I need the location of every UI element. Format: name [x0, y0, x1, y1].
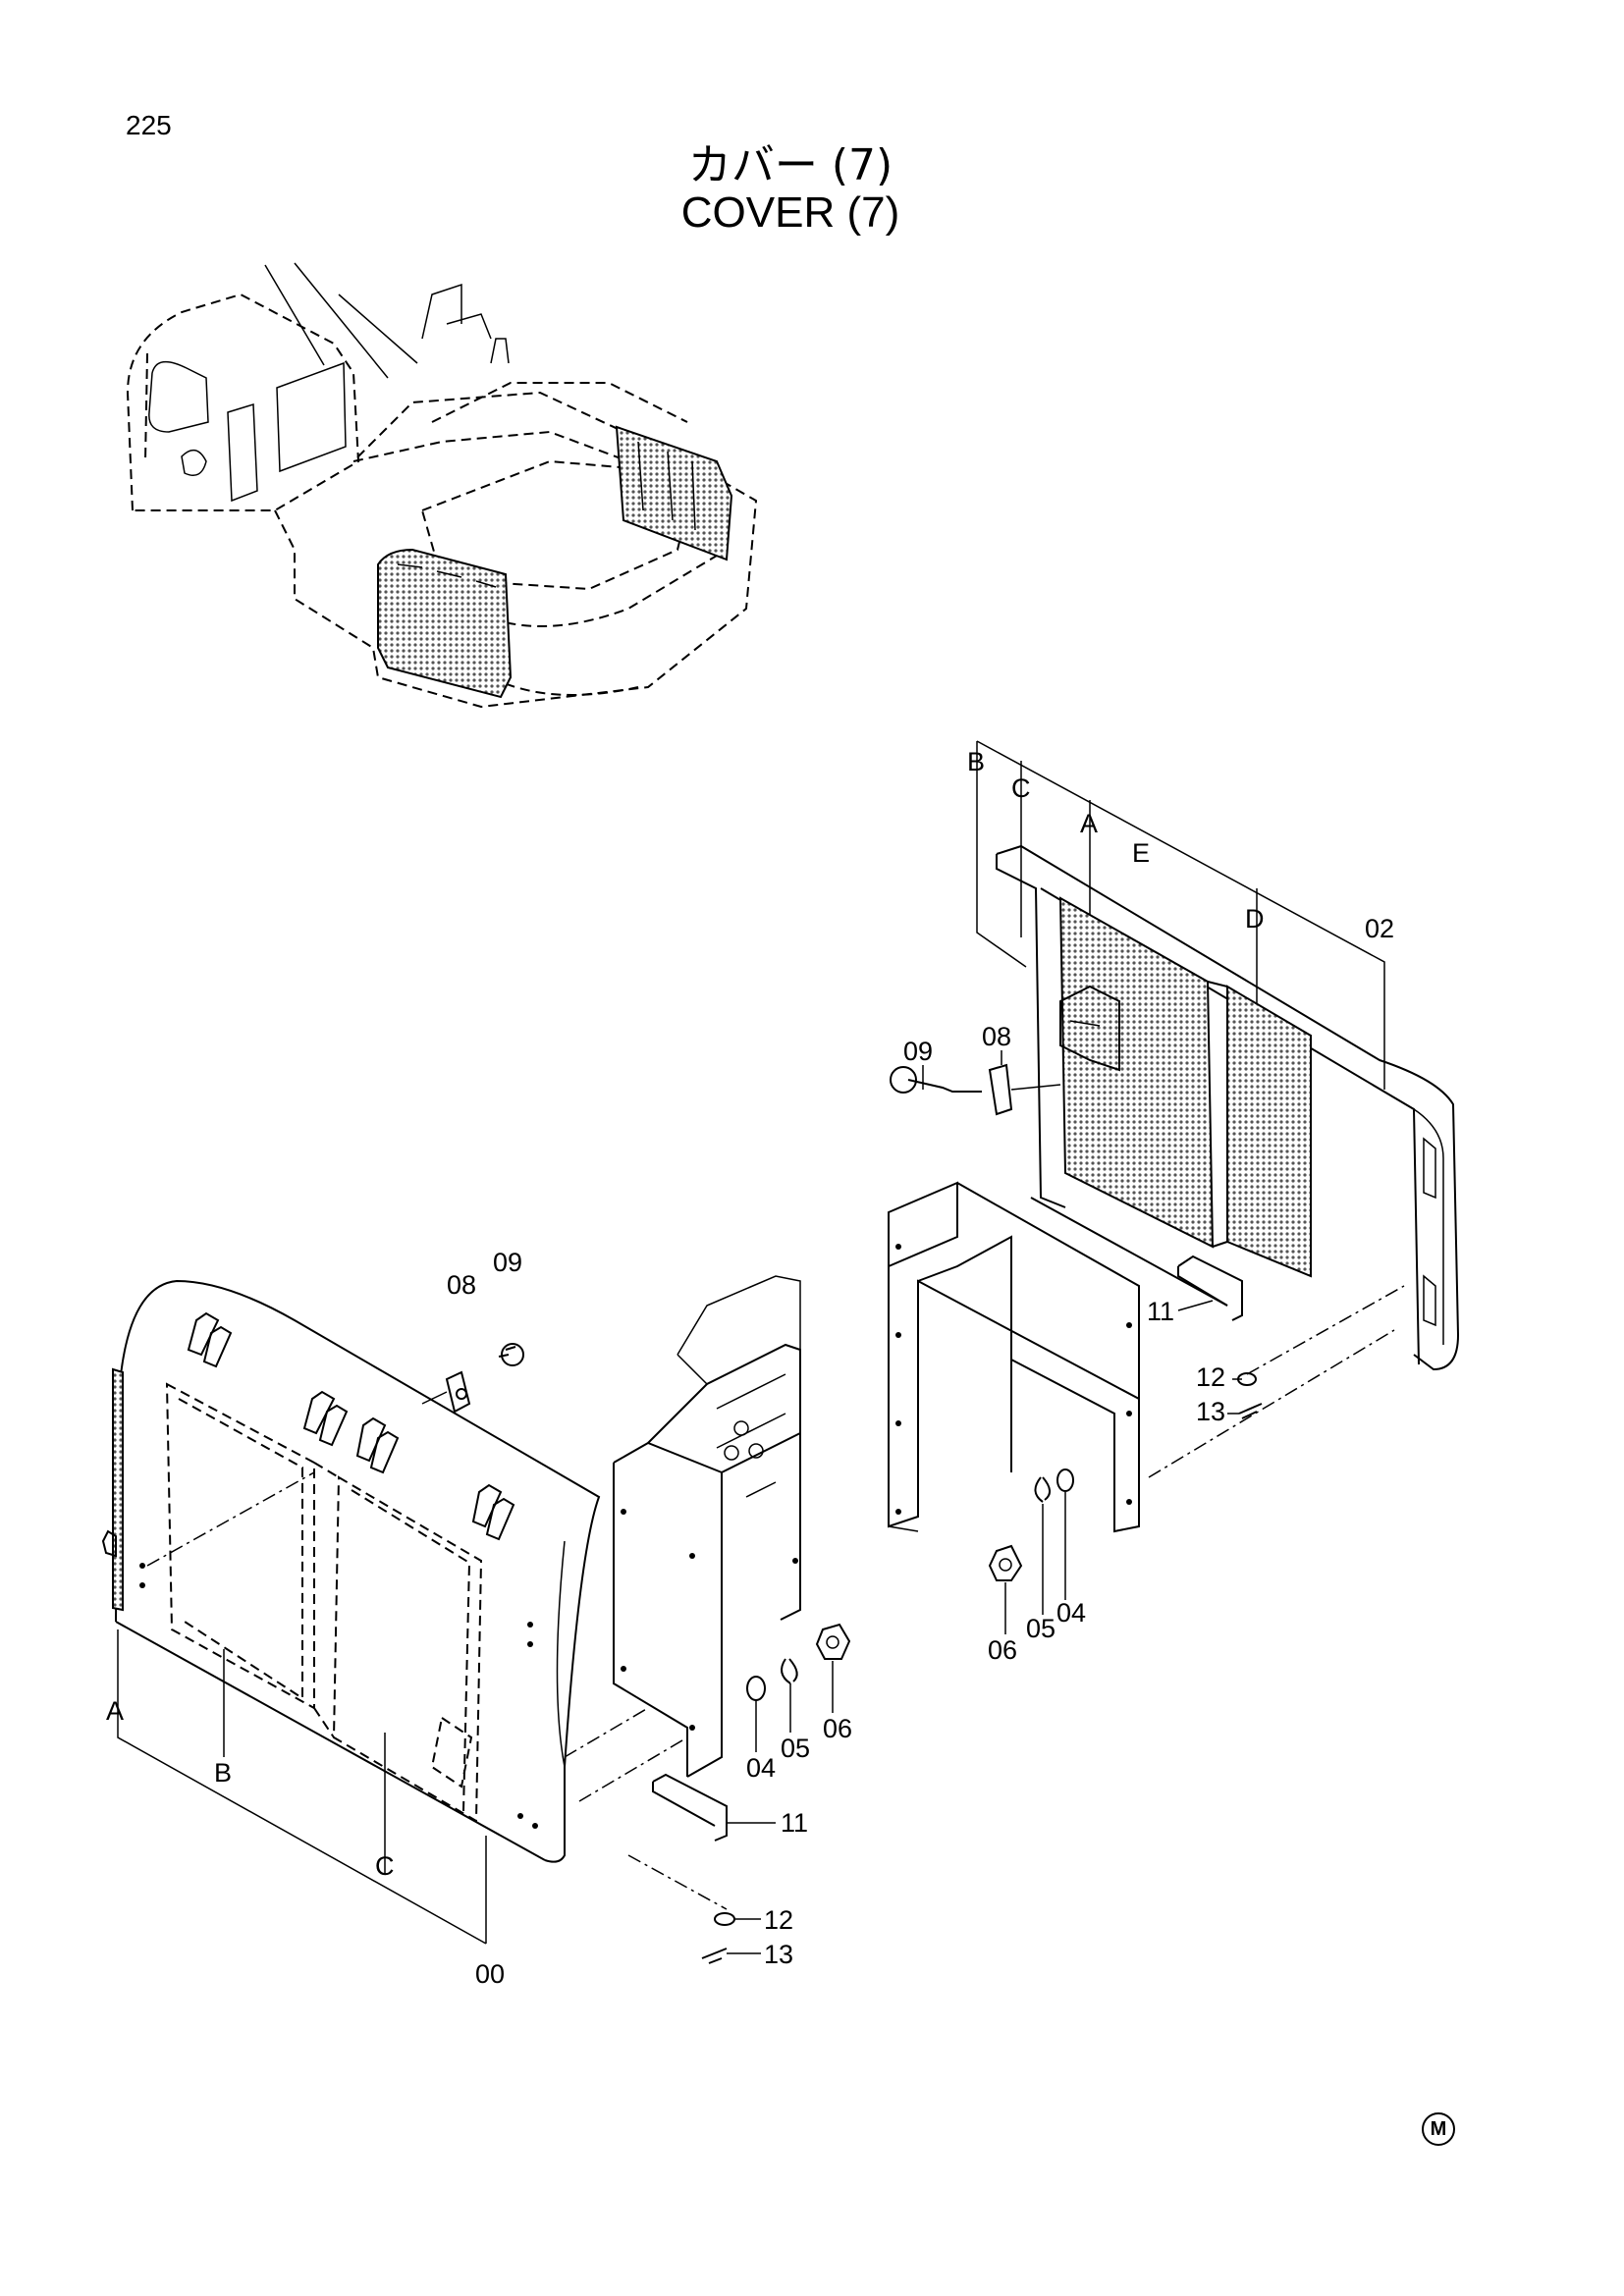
- label-05-lower: 05: [781, 1734, 810, 1763]
- lower-callout-labels: 08 09 A B C 00 04 05 06 11 12 13: [106, 1248, 852, 1989]
- upper-callout-labels: B C A E D 02 08 09 11 12 13 04 05 06: [903, 747, 1394, 1665]
- label-a-upper: A: [1080, 809, 1098, 838]
- manufacturer-mark: M: [1422, 2112, 1455, 2146]
- label-13-lower: 13: [764, 1940, 793, 1969]
- excavator-overview-drawing: [126, 262, 758, 709]
- label-12-lower: 12: [764, 1905, 793, 1935]
- label-06-upper: 06: [988, 1635, 1017, 1665]
- label-05-upper: 05: [1026, 1614, 1056, 1643]
- label-09-upper: 09: [903, 1037, 933, 1066]
- label-04-lower: 04: [746, 1753, 776, 1783]
- label-e-upper: E: [1132, 838, 1150, 868]
- label-12-upper: 12: [1196, 1362, 1225, 1392]
- label-a-lower: A: [106, 1696, 124, 1726]
- upper-cover-assembly: [888, 740, 1460, 1634]
- label-00: 00: [475, 1959, 505, 1989]
- label-d-upper: D: [1245, 904, 1265, 934]
- label-c-lower: C: [375, 1851, 395, 1881]
- label-b-upper: B: [967, 747, 985, 776]
- label-08-lower: 08: [447, 1270, 476, 1300]
- label-11-lower: 11: [781, 1808, 808, 1838]
- label-c-upper: C: [1011, 774, 1031, 803]
- lower-cover-assembly: [101, 1275, 851, 1964]
- label-13-upper: 13: [1196, 1397, 1225, 1426]
- title-english: COVER (7): [680, 188, 900, 237]
- label-02: 02: [1365, 914, 1394, 943]
- label-b-lower: B: [214, 1758, 232, 1788]
- label-04-upper: 04: [1056, 1598, 1086, 1628]
- label-09-lower: 09: [493, 1248, 522, 1277]
- title-japanese: カバー (7): [687, 140, 893, 190]
- label-08-upper: 08: [982, 1022, 1011, 1051]
- label-11-upper: 11: [1147, 1297, 1174, 1326]
- page-number: 225: [126, 110, 172, 140]
- label-06-lower: 06: [823, 1714, 852, 1743]
